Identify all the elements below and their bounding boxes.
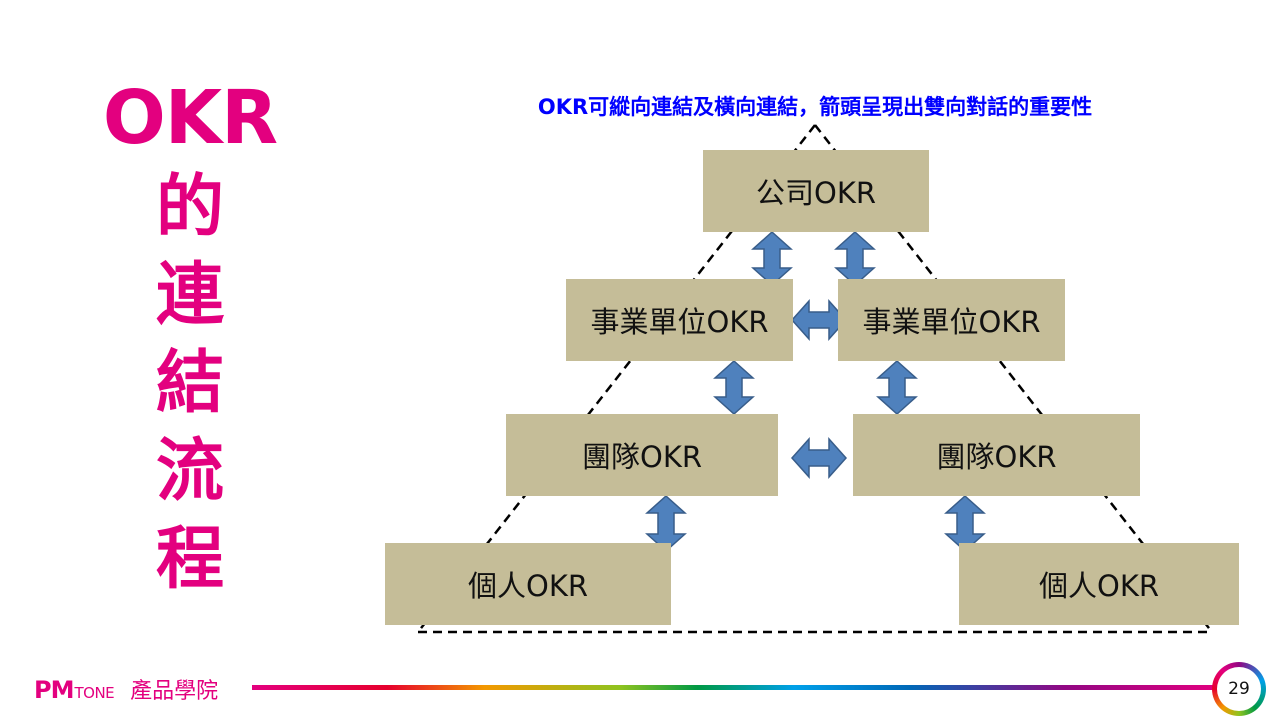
- team-okr-box-right: 團隊OKR: [853, 414, 1140, 496]
- page-number: 29: [1217, 667, 1261, 711]
- company-okr-label: 公司OKR: [756, 176, 876, 210]
- team-okr-label: 團隊OKR: [582, 440, 702, 474]
- diagram-caption: OKR可縱向連結及橫向連結，箭頭呈現出雙向對話的重要性: [537, 95, 1093, 119]
- brand-academy-label: 產品學院: [130, 679, 219, 704]
- individual-okr-label: 個人OKR: [468, 569, 588, 603]
- double-arrow-vertical-icon: [876, 359, 918, 416]
- page-number-badge: 29: [1212, 662, 1266, 716]
- individual-okr-box-left: 個人OKR: [385, 543, 671, 625]
- business-unit-okr-box-left: 事業單位OKR: [566, 279, 793, 361]
- brand-logo-pm: PM: [34, 676, 74, 704]
- business-unit-okr-box-right: 事業單位OKR: [838, 279, 1065, 361]
- double-arrow-vertical-icon: [713, 359, 755, 416]
- individual-okr-box-right: 個人OKR: [959, 543, 1239, 625]
- company-okr-box: 公司OKR: [703, 150, 929, 232]
- brand-logo-tone: TONE: [74, 684, 115, 702]
- slide-title-char: 程: [155, 520, 224, 599]
- slide-title-char: 結: [155, 344, 224, 423]
- business-unit-okr-label: 事業單位OKR: [862, 305, 1041, 339]
- rainbow-divider: [252, 685, 1220, 690]
- double-arrow-vertical-icon: [751, 230, 793, 287]
- team-okr-label: 團隊OKR: [936, 440, 1057, 474]
- double-arrow-vertical-icon: [834, 230, 876, 287]
- business-unit-okr-label: 事業單位OKR: [590, 305, 769, 339]
- team-okr-box-left: 團隊OKR: [506, 414, 778, 496]
- brand-logo: PM TONE 產品學院: [34, 673, 218, 705]
- slide-title-char: 流: [155, 432, 224, 511]
- slide-title-char: 的: [155, 168, 224, 247]
- slide-title-okr: OKR: [102, 75, 278, 161]
- slide-title-char: 連: [155, 256, 224, 335]
- individual-okr-label: 個人OKR: [1039, 569, 1159, 603]
- double-arrow-horizontal-icon: [790, 437, 848, 479]
- slide-title: OKR 的 連 結 流 程: [100, 72, 280, 604]
